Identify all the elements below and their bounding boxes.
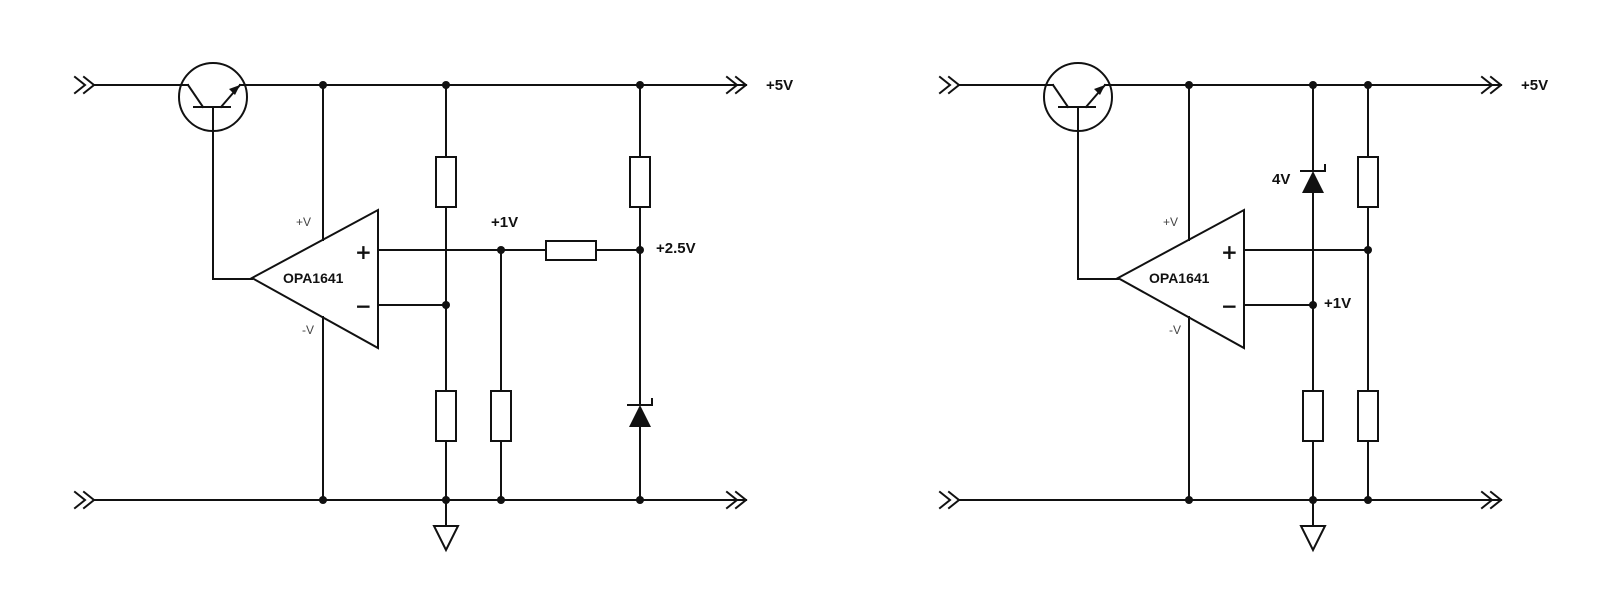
opamp-plus-input: +	[1221, 240, 1238, 264]
circuit-left: OPA1641 + − +V -V	[73, 62, 793, 553]
resistor-r2	[1357, 156, 1379, 208]
opamp-vpos-pin: +V	[296, 215, 311, 229]
zener-voltage-label: 4V	[1272, 171, 1290, 188]
base-wire	[1077, 130, 1119, 280]
rail-label: +5V	[766, 77, 793, 94]
node-label-1v: +1V	[1324, 295, 1351, 312]
resistor-r2	[435, 390, 457, 442]
resistor-r4	[629, 156, 651, 208]
ground-symbol	[1299, 525, 1327, 553]
zener-diode-right	[1300, 164, 1326, 193]
pass-transistor	[178, 62, 248, 132]
resistor-r3	[490, 390, 512, 442]
junction-dots	[319, 81, 644, 504]
rail-label: +5V	[1521, 77, 1548, 94]
input-terminal-top	[938, 75, 961, 95]
node-label-1v: +1V	[491, 214, 518, 231]
opamp-vneg-pin: -V	[302, 323, 314, 337]
opamp-plus-input: +	[355, 240, 372, 264]
pass-transistor	[1043, 62, 1113, 132]
resistor-r3	[1357, 390, 1379, 442]
opamp-minus-input: −	[355, 294, 372, 318]
opamp-name: OPA1641	[1149, 270, 1210, 286]
zener-diode-left	[627, 398, 653, 427]
opamp-vpos-pin: +V	[1163, 215, 1178, 229]
resistor-r1	[1302, 390, 1324, 442]
opamp-name: OPA1641	[283, 270, 344, 286]
input-terminal-bottom	[73, 490, 96, 510]
ground-symbol	[432, 525, 460, 553]
opamp-vneg-pin: -V	[1169, 323, 1181, 337]
node-label-2v5: +2.5V	[656, 240, 696, 257]
junction-dots	[1185, 81, 1372, 504]
resistor-r1	[435, 156, 457, 208]
opamp-right: OPA1641 + − +V -V	[1115, 208, 1245, 350]
opamp-minus-input: −	[1221, 294, 1238, 318]
circuit-right: OPA1641 + − +V -V	[938, 62, 1548, 553]
base-wire	[212, 130, 253, 280]
input-terminal-top	[73, 75, 96, 95]
opamp-left: OPA1641 + − +V -V	[249, 208, 379, 350]
input-terminal-bottom	[938, 490, 961, 510]
resistor-series	[545, 240, 597, 261]
